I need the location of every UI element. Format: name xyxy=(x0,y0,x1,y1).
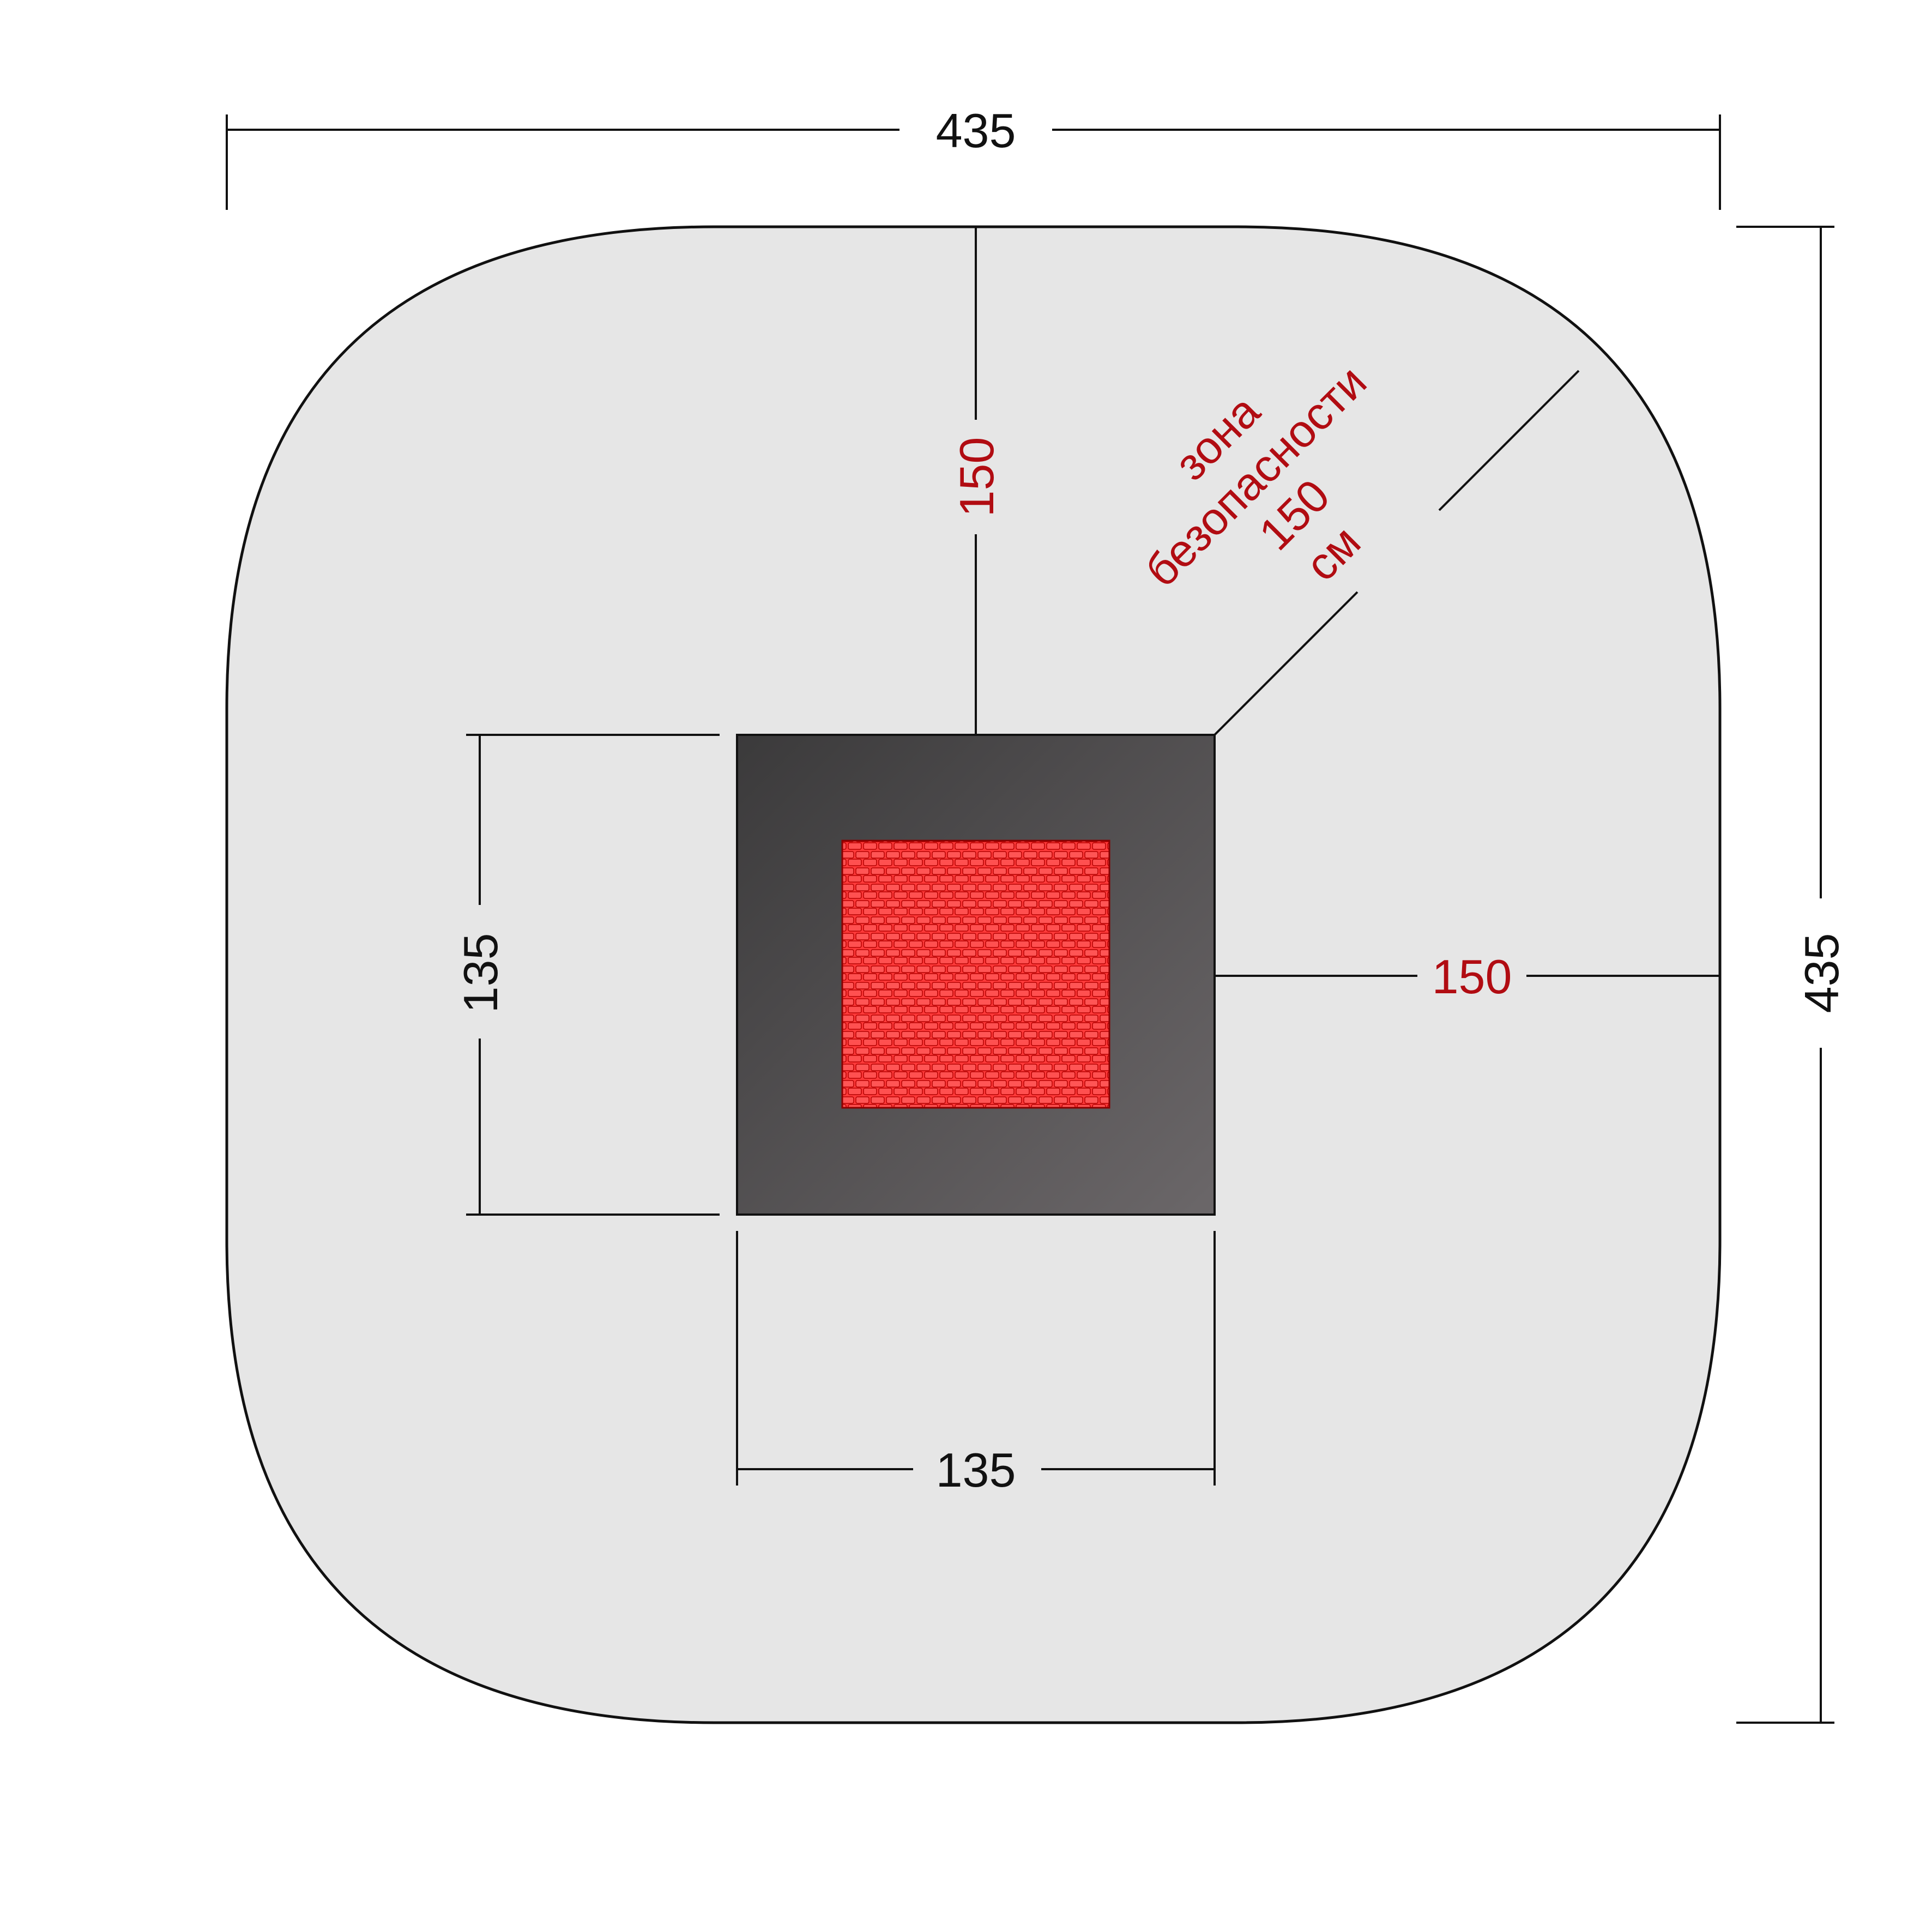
equipment-height-dimension: 135 xyxy=(454,734,720,1216)
overall-width-dimension: 435 xyxy=(226,104,1721,210)
overall-height-label: 435 xyxy=(1795,933,1849,1013)
overall-height-dimension: 435 xyxy=(1736,226,1849,1724)
clearance-right-dimension: 150 xyxy=(1215,950,1720,1004)
trampoline-icon xyxy=(736,734,1216,1216)
safety-zone-diagonal xyxy=(1213,370,1580,736)
clearance-top-label: 150 xyxy=(950,437,1004,517)
clearance-right-label: 150 xyxy=(1432,950,1512,1004)
equipment-height-label: 135 xyxy=(454,933,508,1013)
equipment-width-label: 135 xyxy=(936,1443,1016,1497)
equipment-width-dimension: 135 xyxy=(736,1231,1216,1497)
trampoline-mat xyxy=(841,840,1110,1109)
overall-width-label: 435 xyxy=(936,104,1016,158)
clearance-top-dimension: 150 xyxy=(950,227,1004,735)
